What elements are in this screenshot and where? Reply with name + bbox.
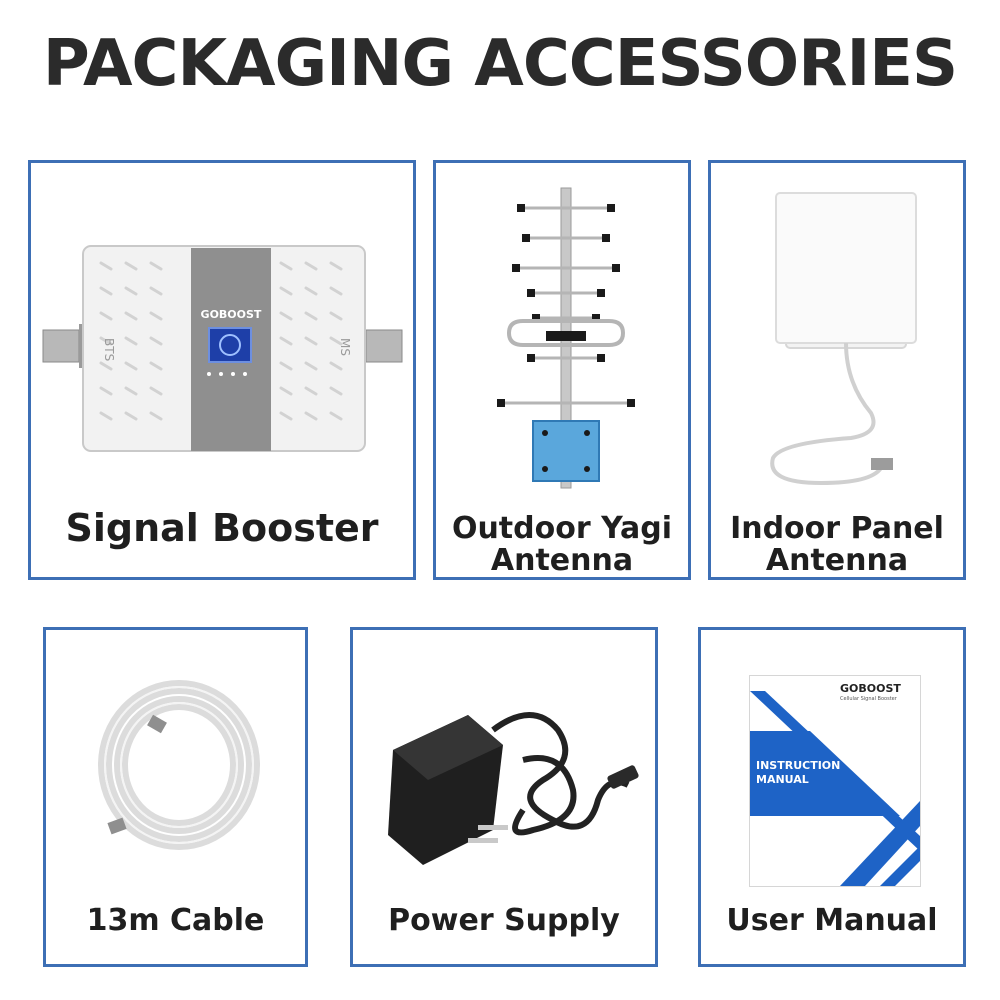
manual-cover-stripes bbox=[750, 691, 920, 886]
label-power-supply: Power Supply bbox=[388, 903, 620, 938]
label-panel-line2: Antenna bbox=[765, 543, 909, 579]
manual-brand: GOBOOST bbox=[840, 682, 901, 695]
card-power-supply: Power Supply bbox=[350, 627, 658, 967]
manual-heading-line1: INSTRUCTION bbox=[756, 759, 841, 772]
page-title: PACKAGING ACCESSORIES bbox=[42, 27, 958, 101]
card-panel-antenna: Indoor Panel Antenna bbox=[708, 160, 966, 580]
card-user-manual: GOBOOST Cellular Signal Booster INSTRUCT… bbox=[698, 627, 966, 967]
card-yagi-antenna: Outdoor Yagi Antenna bbox=[433, 160, 691, 580]
port-label-right: MS bbox=[338, 338, 352, 356]
label-signal-booster: Signal Booster bbox=[65, 506, 379, 550]
label-user-manual: User Manual bbox=[726, 903, 938, 938]
port-label-left: BTS bbox=[102, 338, 116, 361]
manual-heading: INSTRUCTION MANUAL bbox=[756, 759, 840, 787]
label-cable: 13m Cable bbox=[86, 903, 265, 938]
label-panel-antenna: Indoor Panel Antenna bbox=[711, 511, 963, 579]
power-adapter-icon bbox=[388, 712, 639, 865]
panel-antenna-icon bbox=[770, 192, 917, 486]
yagi-antenna-icon bbox=[497, 187, 635, 489]
manual-heading-line2: MANUAL bbox=[756, 772, 809, 786]
device-brand: GOBOOST bbox=[201, 308, 262, 321]
card-signal-booster: BTS MS GOBOOST Signal Booster bbox=[28, 160, 416, 580]
card-cable: 13m Cable bbox=[43, 627, 308, 967]
label-yagi-antenna: Outdoor Yagi Antenna bbox=[436, 511, 688, 579]
label-panel-line1: Indoor Panel bbox=[730, 511, 944, 546]
signal-booster-icon: BTS MS GOBOOST bbox=[42, 245, 403, 452]
label-yagi-line1: Outdoor Yagi bbox=[451, 511, 673, 546]
label-yagi-line2: Antenna bbox=[490, 543, 634, 579]
manual-subtitle: Cellular Signal Booster bbox=[840, 696, 897, 702]
instruction-manual-icon: GOBOOST Cellular Signal Booster INSTRUCT… bbox=[749, 675, 921, 887]
coiled-cable-icon bbox=[98, 680, 260, 850]
